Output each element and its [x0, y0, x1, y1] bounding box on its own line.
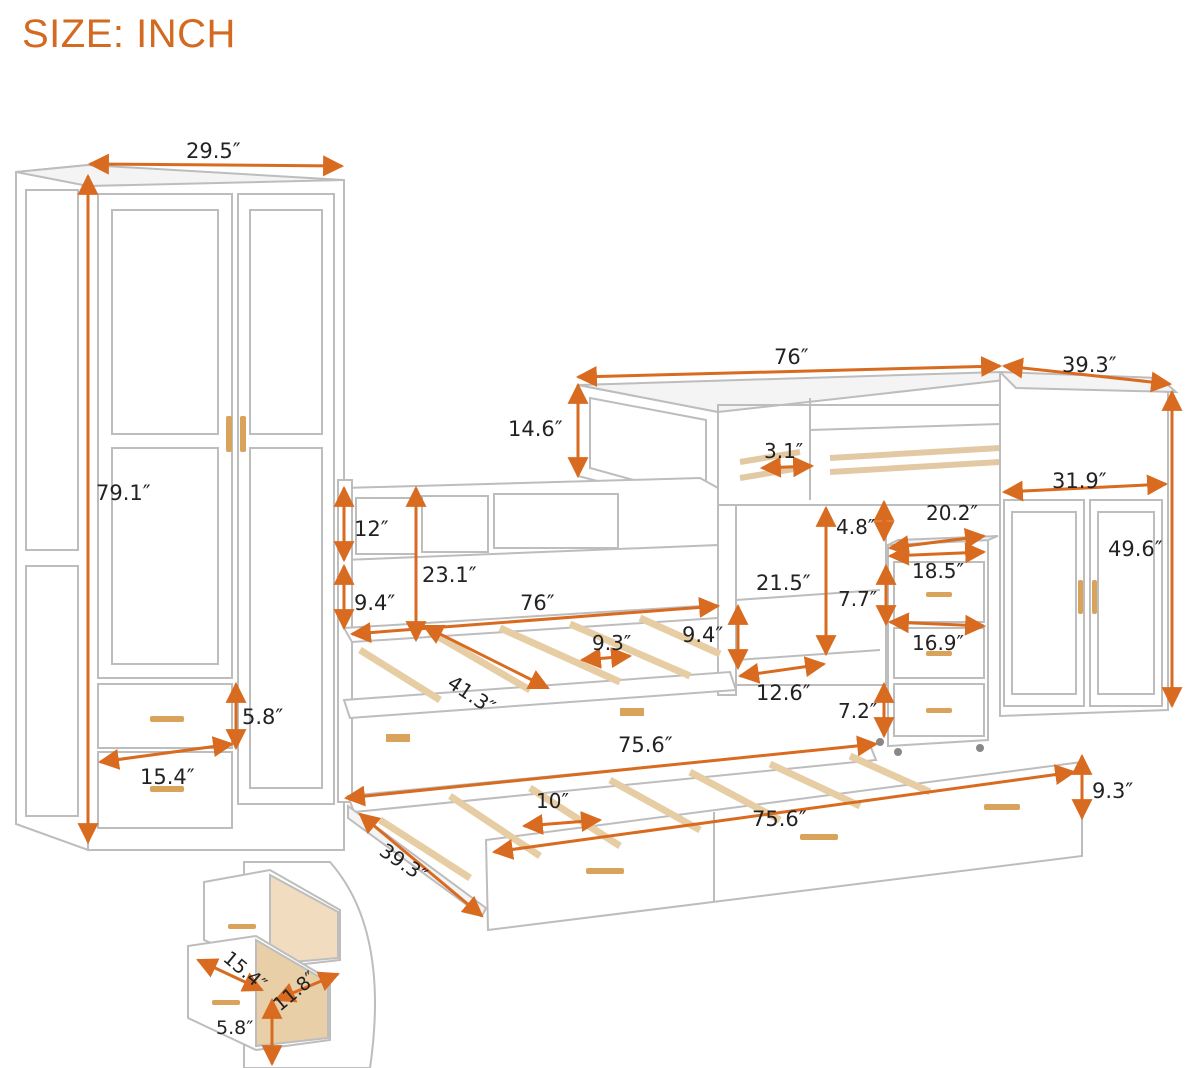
lower-headboard-panel-3: [493, 493, 619, 549]
dimension-label-cabinet-inner-width: 18.5″: [912, 559, 964, 583]
trundle-handle: [984, 804, 1020, 810]
wardrobe-left-door-panel-top: [111, 209, 219, 435]
dimension-label-lower-width: 41.3″: [443, 670, 500, 719]
side-cabinet-right-handle: [1092, 580, 1097, 614]
dimension-label-wardrobe-height: 79.1″: [96, 481, 151, 505]
dimension-label-wardrobe-drawer-width: 15.4″: [140, 765, 195, 789]
loft-front-leg: [717, 504, 737, 696]
dimension-label-inset-drawer-height: 5.8″: [216, 1017, 253, 1039]
wardrobe-handles: [150, 416, 246, 792]
rolling-cabinet-handle: [926, 592, 952, 597]
dimension-label-loft-length: 76″: [774, 345, 809, 369]
dimension-label-lower-total-height: 23.1″: [422, 563, 477, 587]
dimension-label-lower-slat-gap: 9.3″: [592, 631, 631, 655]
lower-side-rail-front: [342, 670, 738, 720]
dimension-arrow-loft-width: [1001, 357, 1173, 393]
lower-slat: [358, 647, 442, 703]
dimension-arrow-inset-drawer-width: [196, 958, 264, 992]
wardrobe-left-handle: [226, 416, 232, 452]
dimension-label-loft-rail-gap: 3.1″: [764, 439, 803, 463]
wardrobe-drawer-handle-top: [150, 716, 184, 722]
drawer-detail-inset: [187, 861, 376, 1068]
size-unit-title: SIZE: INCH: [22, 12, 236, 56]
side-cabinet-right-door: [1089, 499, 1163, 707]
dimension-arrow-trundle-width: [358, 812, 484, 918]
dimension-label-lower-length: 76″: [520, 591, 555, 615]
trundle: [346, 743, 1083, 932]
dimension-labels: 29.5″ 79.1″ 5.8″ 15.4″ 76″ 39.3″ 14.6″ 3.1″ 31.9…: [96, 139, 1163, 1039]
dimension-arrow-side-cabinet-width: [1001, 474, 1169, 502]
loft-shelf-mid: [735, 589, 881, 601]
inset-drawer-handle: [228, 924, 256, 929]
dimension-arrow-wardrobe-drawer-width: [97, 736, 235, 770]
inset-drawer-handle: [212, 1000, 240, 1005]
wardrobe-right-door-panel-top: [249, 209, 323, 435]
side-cabinet: [997, 370, 1179, 718]
trundle-handle: [800, 834, 838, 840]
dimension-label-trundle-height: 9.3″: [1092, 779, 1133, 803]
dimension-label-shelf-clearance: 9.4″: [682, 623, 723, 647]
rolling-cabinet-handles: [926, 592, 952, 713]
loft-slat: [829, 459, 1001, 475]
dimension-label-trundle-length-top: 75.6″: [618, 733, 673, 757]
loft-slat: [739, 465, 801, 481]
dimension-arrow-shelf-depth: [737, 656, 827, 684]
side-cabinet-right-panel: [1097, 511, 1155, 695]
wardrobe-drawer-handle-bottom: [150, 786, 184, 792]
lower-bed: [337, 476, 738, 803]
dimension-label-side-cabinet-width: 31.9″: [1052, 469, 1107, 493]
caster: [976, 744, 984, 752]
wardrobe-right-handle: [240, 416, 246, 452]
lower-bed-foot: [620, 708, 644, 716]
side-cabinet-handles: [1078, 580, 1097, 614]
rolling-cabinet-handle: [926, 708, 952, 713]
dimension-lines: [77, 153, 1183, 1067]
dimension-arrow-loft-length: [575, 355, 1003, 388]
inset-drawer-top-interior: [269, 873, 339, 966]
dimension-label-cabinet-drawer-height: 7.7″: [838, 587, 877, 611]
wardrobe-right-door-panel-bottom: [249, 447, 323, 789]
side-cabinet-left-panel: [1011, 511, 1077, 695]
dimension-label-trundle-slat-gap: 10″: [536, 789, 569, 813]
caster: [894, 748, 902, 756]
rolling-cabinet-handle: [926, 651, 952, 656]
dimension-arrow-cabinet-inner-width: [887, 542, 987, 566]
dimension-label-cabinet-top-width: 20.2″: [926, 501, 978, 525]
dimension-label-shelf-depth: 12.6″: [756, 681, 811, 705]
dimension-arrow-wardrobe-width: [87, 153, 345, 177]
dimension-label-lower-headboard: 12″: [354, 517, 389, 541]
dimension-label-lower-leg-height: 9.4″: [354, 591, 395, 615]
dimension-arrow-lower-length: [349, 596, 721, 644]
dimension-label-shelf-height: 21.5″: [756, 571, 811, 595]
dimension-label-wardrobe-width: 29.5″: [186, 139, 241, 163]
dimension-arrow-trundle-length-top: [343, 735, 879, 807]
dimension-arrow-loft-rail-gap: [759, 456, 815, 478]
loft-shelf-low: [735, 649, 881, 661]
dimension-label-cabinet-drawer-width: 16.9″: [912, 631, 964, 655]
dimension-label-trundle-length: 75.6″: [752, 807, 807, 831]
wardrobe-left-door-panel-bottom: [111, 447, 219, 665]
wardrobe: [15, 163, 345, 852]
dimension-arrow-trundle-length: [491, 764, 1077, 860]
dimension-label-side-cabinet-height: 49.6″: [1108, 537, 1163, 561]
lower-bed-foot: [386, 734, 410, 742]
side-cabinet-left-door: [1003, 499, 1085, 707]
caster: [876, 738, 884, 746]
dimension-arrow-lower-width: [422, 624, 550, 690]
dimension-arrow-inset-drawer-depth: [274, 971, 340, 1003]
dimension-label-loft-width: 39.3″: [1062, 353, 1117, 377]
dimension-arrow-lower-slat-gap: [579, 647, 633, 669]
side-cabinet-left-handle: [1078, 580, 1083, 614]
loft-guardrail-bar: [809, 423, 1001, 431]
dimension-arrow-cabinet-drawer-width: [887, 612, 987, 636]
dimension-label-cabinet-top-gap: 4.8″: [836, 515, 875, 539]
trundle-handle: [586, 868, 624, 874]
dimension-label-loft-guardrail: 14.6″: [508, 417, 563, 441]
lower-slat: [428, 628, 532, 694]
dimension-label-wardrobe-drawer-height: 5.8″: [242, 705, 283, 729]
dimension-label-cabinet-bottom-height: 7.2″: [838, 699, 877, 723]
loft-slat: [829, 445, 1001, 461]
